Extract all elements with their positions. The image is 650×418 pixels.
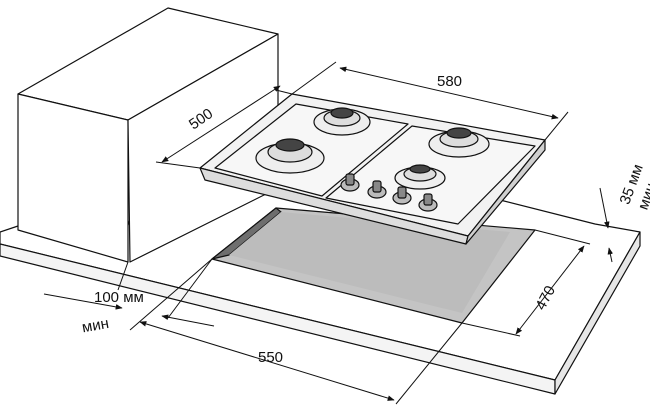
burner-front-right — [394, 164, 446, 190]
dimension-cutout-width: 550 — [129, 258, 463, 405]
worktop-right-edge — [554, 231, 641, 395]
control-knob-1 — [340, 173, 360, 192]
dimension-hob-width: 580 — [291, 61, 569, 141]
side-clearance-label: 100 мм — [94, 289, 144, 306]
cutout-width-label: 550 — [258, 349, 283, 366]
hob-width-label: 580 — [437, 73, 462, 90]
hob-tray-right-rim — [465, 139, 546, 245]
control-knob-2 — [367, 180, 387, 199]
burner-rear-right — [428, 127, 490, 158]
dimension-side-clearance: 100 мм мин — [43, 258, 215, 336]
control-knob-3 — [392, 186, 412, 205]
side-clearance-min-label: мин — [81, 315, 111, 336]
control-knob-4 — [418, 193, 438, 212]
gas-hob — [199, 93, 546, 245]
